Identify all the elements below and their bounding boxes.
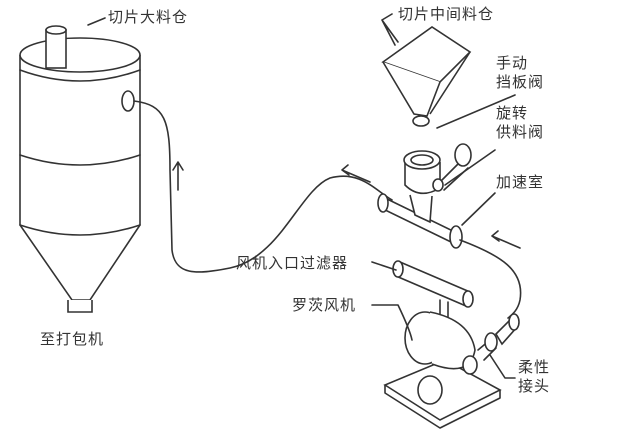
label-roots-blower: 罗茨风机 — [292, 296, 357, 314]
label-flex-joint-1: 柔性 — [518, 358, 551, 376]
label-manual-valve-1: 手动 — [496, 54, 529, 72]
acceleration-chamber — [377, 192, 522, 319]
label-rotary-valve-1: 旋转 — [496, 104, 529, 122]
arrow-left-icon — [341, 164, 371, 183]
intermediate-hopper — [381, 13, 516, 129]
label-blower-filter: 风机入口过滤器 — [236, 254, 349, 272]
label-big-silo: 切片大料仓 — [108, 8, 189, 26]
label-rotary-valve-2: 供料阀 — [496, 123, 545, 141]
label-mid-silo: 切片中间料仓 — [398, 5, 495, 23]
label-to-packer: 至打包机 — [40, 330, 105, 348]
label-flex-joint-2: 接头 — [518, 377, 551, 395]
conveying-pipe — [133, 100, 393, 273]
big-silo — [19, 17, 141, 313]
rotary-feed-valve — [403, 143, 496, 224]
arrow-left-icon — [491, 230, 521, 249]
roots-blower-assembly — [371, 260, 520, 429]
label-manual-valve-2: 挡板阀 — [496, 73, 545, 91]
arrow-up-icon — [172, 161, 184, 191]
label-accel-chamber: 加速室 — [496, 173, 545, 191]
